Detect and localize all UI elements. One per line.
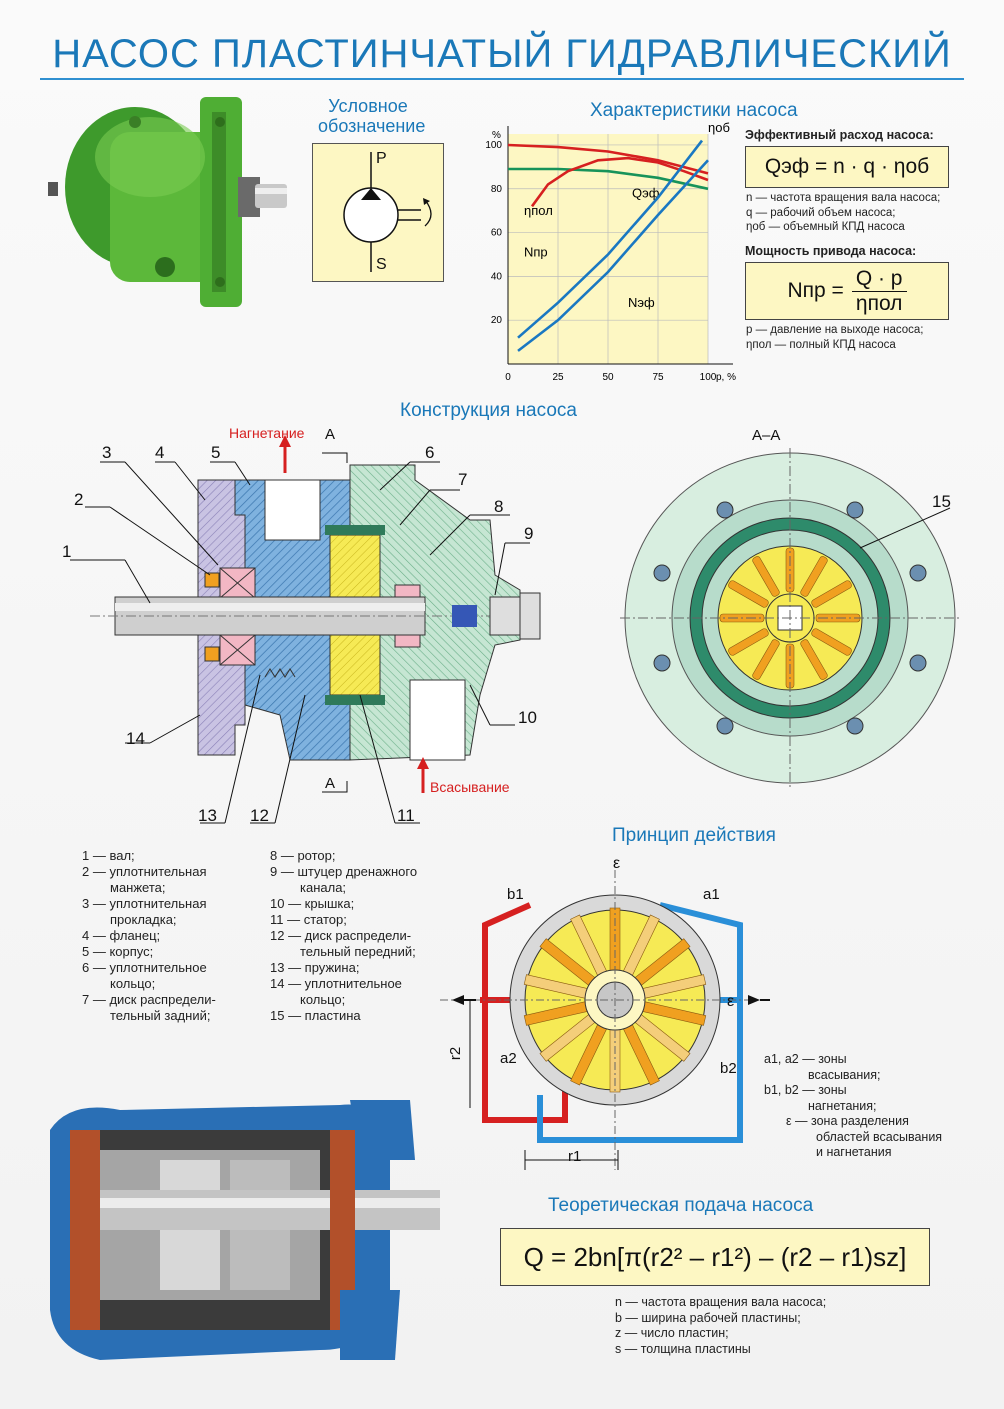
discharge-label: Нагнетание <box>229 425 305 441</box>
symbol-label-p: P <box>376 150 387 167</box>
callout-3: 3 <box>102 443 112 462</box>
suction-label: Всасывание <box>430 779 510 795</box>
section-a-bottom: А <box>325 775 336 792</box>
chart-series-4 <box>517 159 709 352</box>
callout-13: 13 <box>198 806 217 825</box>
chart-x-tick: 75 <box>652 372 664 382</box>
power-legend: p — давление на выходе насоса; ηпол — по… <box>746 324 924 351</box>
section-a-top: А <box>325 426 336 443</box>
construction-title: Конструкция насоса <box>400 400 577 421</box>
label-eps-top: ε <box>613 855 621 872</box>
power-title: Мощность привода насоса: <box>745 244 917 258</box>
label-b1: b1 <box>507 886 524 903</box>
callout-5: 5 <box>211 443 221 462</box>
chart-series-label: ηпол <box>524 203 553 218</box>
callout-6: 6 <box>425 443 435 462</box>
flow-title: Эффективный расход насоса: <box>745 128 934 142</box>
callout-4: 4 <box>155 443 165 462</box>
label-a1: a1 <box>703 886 720 903</box>
pump-cutaway-photo <box>50 1100 440 1360</box>
chart-y-tick: 40 <box>491 271 503 282</box>
label-eps-side: ε <box>727 993 735 1010</box>
callout-2: 2 <box>74 490 84 509</box>
chart-series-label: ηоб <box>708 122 730 135</box>
section-aa-label: А–А <box>752 427 781 444</box>
flow-formula: Qэф = n · q · ηоб <box>745 146 949 188</box>
callout-8: 8 <box>494 497 504 516</box>
pump-photo <box>48 97 287 307</box>
symbol-label-s: S <box>376 256 387 273</box>
section-aa-view <box>620 448 960 788</box>
chart-x-label: p, % <box>716 372 736 382</box>
parts-legend-right: 8 — ротор; 9 — штуцер дренажного канала;… <box>270 848 418 1023</box>
principle-diagram <box>440 870 770 1170</box>
chart-series-0 <box>507 143 709 175</box>
chart-series-label: Qэф <box>632 186 660 201</box>
chart-y-label: % <box>492 130 501 141</box>
chart-y-tick: 80 <box>491 184 503 195</box>
callout-10: 10 <box>518 708 537 727</box>
chart-title: Характеристики насоса <box>590 100 798 121</box>
power-formula: Nпр = Q · p ηпол <box>745 262 949 320</box>
chart-y-tick: 60 <box>491 228 503 239</box>
theory-title: Теоретическая подача насоса <box>548 1195 814 1216</box>
pump-cross-section <box>70 435 541 824</box>
callout-11: 11 <box>397 806 415 825</box>
label-r1: r1 <box>568 1148 582 1165</box>
vane <box>811 628 852 656</box>
vane <box>800 639 828 680</box>
principle-legend: a1, a2 — зоны всасывания; b1, b2 — зоны … <box>764 1052 943 1159</box>
callout-12: 12 <box>250 806 269 825</box>
vane <box>811 580 852 608</box>
callout-7: 7 <box>458 470 468 489</box>
theory-legend: n — частота вращения вала насоса; b — ши… <box>615 1295 827 1356</box>
callout-1: 1 <box>62 542 72 561</box>
pump-symbol <box>343 152 432 272</box>
flow-legend: n — частота вращения вала насоса; q — ра… <box>746 192 941 233</box>
title-underline <box>40 78 964 80</box>
page-title: НАСОС ПЛАСТИНЧАТЫЙ ГИДРАВЛИЧЕСКИЙ <box>52 32 952 76</box>
symbol-title: Условное обозначение <box>318 96 426 136</box>
chart-series-3 <box>517 139 704 339</box>
vane <box>752 639 780 680</box>
chart-x-tick: 25 <box>552 372 564 382</box>
chart-y-tick: 20 <box>491 315 503 326</box>
chart-y-tick: 100 <box>485 140 502 151</box>
callout-15: 15 <box>932 492 951 511</box>
vane <box>728 628 769 656</box>
parts-legend-left: 1 — вал; 2 — уплотнительная манжета; 3 —… <box>82 848 216 1023</box>
label-a2: a2 <box>500 1050 517 1067</box>
chart-x-tick: 100 <box>700 372 717 382</box>
chart-x-tick: 0 <box>505 372 511 382</box>
label-b2: b2 <box>720 1060 737 1077</box>
callout-14: 14 <box>126 729 145 748</box>
vane <box>728 580 769 608</box>
callout-9: 9 <box>524 524 534 543</box>
principle-title: Принцип действия <box>612 825 776 846</box>
chart-series-label: Nпр <box>524 245 548 260</box>
chart-x-tick: 50 <box>602 372 614 382</box>
chart-series-label: Nэф <box>628 295 655 310</box>
chart-series-1 <box>508 167 709 191</box>
label-r2: r2 <box>447 1046 465 1061</box>
symbol-box: P S <box>312 143 444 282</box>
vane <box>800 556 828 597</box>
vane <box>752 556 780 597</box>
theory-formula: Q = 2bn[π(r2² – r1²) – (r2 – r1)sz] <box>500 1228 930 1286</box>
